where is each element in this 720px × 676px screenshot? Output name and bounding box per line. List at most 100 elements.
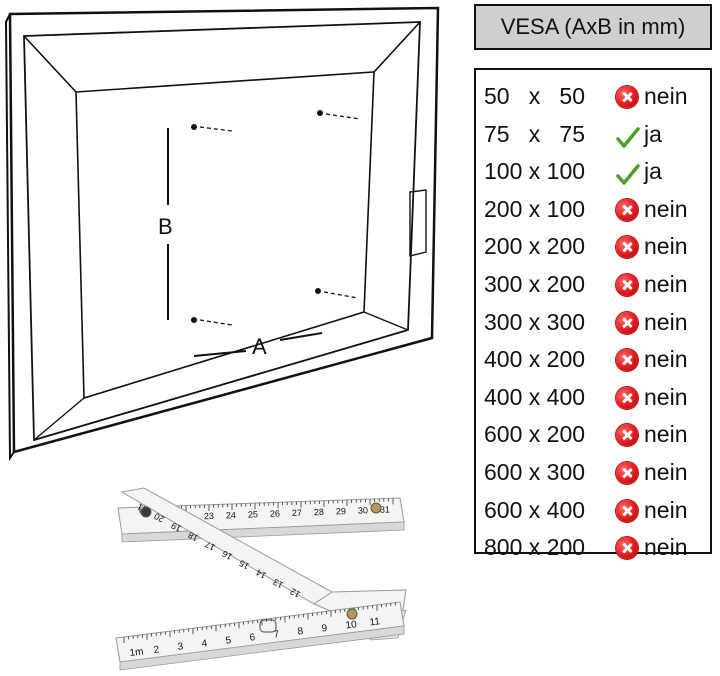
vesa-dimension: 100 x 100 [484, 158, 586, 185]
tv-outer-frame [8, 6, 440, 454]
x-circle-icon [616, 236, 638, 259]
ruler-number: 5 [225, 635, 232, 647]
ruler-number: 20 [152, 511, 166, 525]
vesa-dimension: 300 x 300 [484, 308, 586, 335]
ruler-hinge-top-left [140, 506, 152, 518]
ruler-number: 9 [321, 623, 328, 635]
ruler-crest [259, 619, 277, 633]
vesa-dimension: 200 x 100 [484, 195, 586, 222]
ruler-number: 2 [153, 644, 160, 656]
mount-hole-top-right [317, 110, 361, 120]
vesa-dimension: 400 x 400 [484, 383, 586, 410]
vesa-verdict: nein [644, 233, 688, 260]
vesa-row: 600 x 200 nein [484, 416, 706, 454]
x-circle-icon [616, 198, 638, 221]
vesa-verdict: nein [644, 496, 688, 523]
ruler-number: 17 [203, 539, 217, 553]
x-circle-icon [616, 86, 638, 108]
tv-back-diagram: B A [4, 6, 440, 462]
ruler-number: 8 [297, 626, 304, 638]
vesa-table: 50 x 50 nein 75 x 75 ja 100 x 100 ja 200 x 100… [474, 68, 712, 560]
dimension-line-a [193, 350, 247, 357]
vesa-verdict: nein [644, 83, 688, 109]
ruler-number: 1m [129, 646, 144, 659]
vesa-dimension: 400 x 200 [484, 346, 586, 373]
ruler-number: 25 [248, 509, 258, 519]
vesa-verdict: nein [644, 383, 688, 410]
ruler-number: 30 [358, 505, 368, 515]
vesa-verdict: nein [644, 270, 688, 297]
ruler-number: 12 [288, 586, 302, 600]
ruler-number: 23 [204, 511, 214, 521]
x-circle-icon [616, 386, 638, 409]
ruler-segment-bottom: 1m 2 3 4 5 6 7 8 9 10 11 [115, 601, 405, 671]
vesa-row: 75 x 75 ja [484, 116, 706, 154]
vesa-verdict: ja [644, 120, 662, 147]
vesa-row: 600 x 300 nein [484, 454, 706, 492]
label-b: B [158, 214, 173, 239]
vesa-row: 100 x 100 ja [484, 153, 706, 191]
vesa-verdict: nein [644, 421, 688, 448]
vesa-row: 200 x 100 nein [484, 191, 706, 229]
ruler-number: 6 [249, 632, 256, 644]
vesa-dimension: 800 x 200 [484, 534, 586, 561]
vesa-rows: 50 x 50 nein 75 x 75 ja 100 x 100 ja 200 x 100… [484, 78, 706, 567]
vesa-dimension: 50 x 50 [484, 83, 586, 109]
check-icon [616, 124, 640, 148]
ruler-number: 26 [270, 508, 280, 518]
ruler-hinge-bottom-right [346, 608, 358, 620]
vesa-verdict: nein [644, 195, 688, 222]
mount-hole-bottom-right [315, 288, 359, 299]
vesa-verdict: nein [644, 308, 688, 335]
ruler-number: 15 [237, 558, 251, 572]
tv-side-port [409, 189, 427, 257]
vesa-row: 400 x 400 nein [484, 379, 706, 417]
vesa-verdict: nein [644, 534, 688, 561]
folding-ruler-image: 22232425262728293031 2120191817161514131… [115, 487, 407, 671]
ruler-number: 19 [169, 520, 183, 534]
x-circle-icon [616, 424, 638, 447]
x-circle-icon [616, 461, 638, 484]
ruler-number: 18 [186, 530, 200, 544]
vesa-verdict: ja [644, 158, 662, 185]
x-circle-icon [616, 537, 638, 560]
ruler-number: 24 [226, 510, 236, 520]
mount-hole-top-left [191, 124, 233, 132]
ruler-number: 13 [271, 577, 285, 591]
ruler-number: 11 [369, 616, 381, 628]
ruler-number: 10 [345, 619, 358, 631]
ruler-hinge-top-right [370, 502, 382, 514]
x-circle-icon [616, 273, 638, 296]
vesa-row: 300 x 200 nein [484, 266, 706, 304]
vesa-dimension: 600 x 200 [484, 421, 586, 448]
ruler-number: 4 [201, 638, 208, 650]
ruler-number: 7 [273, 629, 280, 641]
ruler-number: 27 [292, 508, 302, 518]
ruler-number: 28 [314, 507, 324, 517]
vesa-dimension: 75 x 75 [484, 120, 586, 147]
vesa-row: 50 x 50 nein [484, 78, 706, 116]
vesa-header: VESA (AxB in mm) [474, 4, 712, 50]
vesa-row: 600 x 400 nein [484, 492, 706, 530]
x-circle-icon [616, 349, 638, 372]
vesa-row: 400 x 200 nein [484, 341, 706, 379]
vesa-verdict: nein [644, 458, 688, 485]
ruler-number: 16 [220, 549, 234, 563]
ruler-number: 14 [254, 567, 268, 581]
vesa-row: 200 x 200 nein [484, 228, 706, 266]
vesa-dimension: 200 x 200 [484, 233, 586, 260]
vesa-row: 800 x 200 nein [484, 529, 706, 567]
mount-hole-bottom-left [191, 317, 233, 326]
vesa-dimension: 300 x 200 [484, 270, 586, 297]
x-circle-icon [616, 499, 638, 522]
vesa-dimension: 600 x 300 [484, 458, 586, 485]
check-icon [616, 161, 640, 185]
vesa-verdict: nein [644, 346, 688, 373]
ruler-number: 31 [380, 504, 390, 514]
x-circle-icon [616, 311, 638, 334]
tv-frame-thickness [4, 13, 15, 462]
label-a: A [252, 334, 267, 359]
vesa-dimension: 600 x 400 [484, 496, 586, 523]
ruler-number: 3 [177, 641, 184, 653]
ruler-number: 29 [336, 506, 346, 516]
